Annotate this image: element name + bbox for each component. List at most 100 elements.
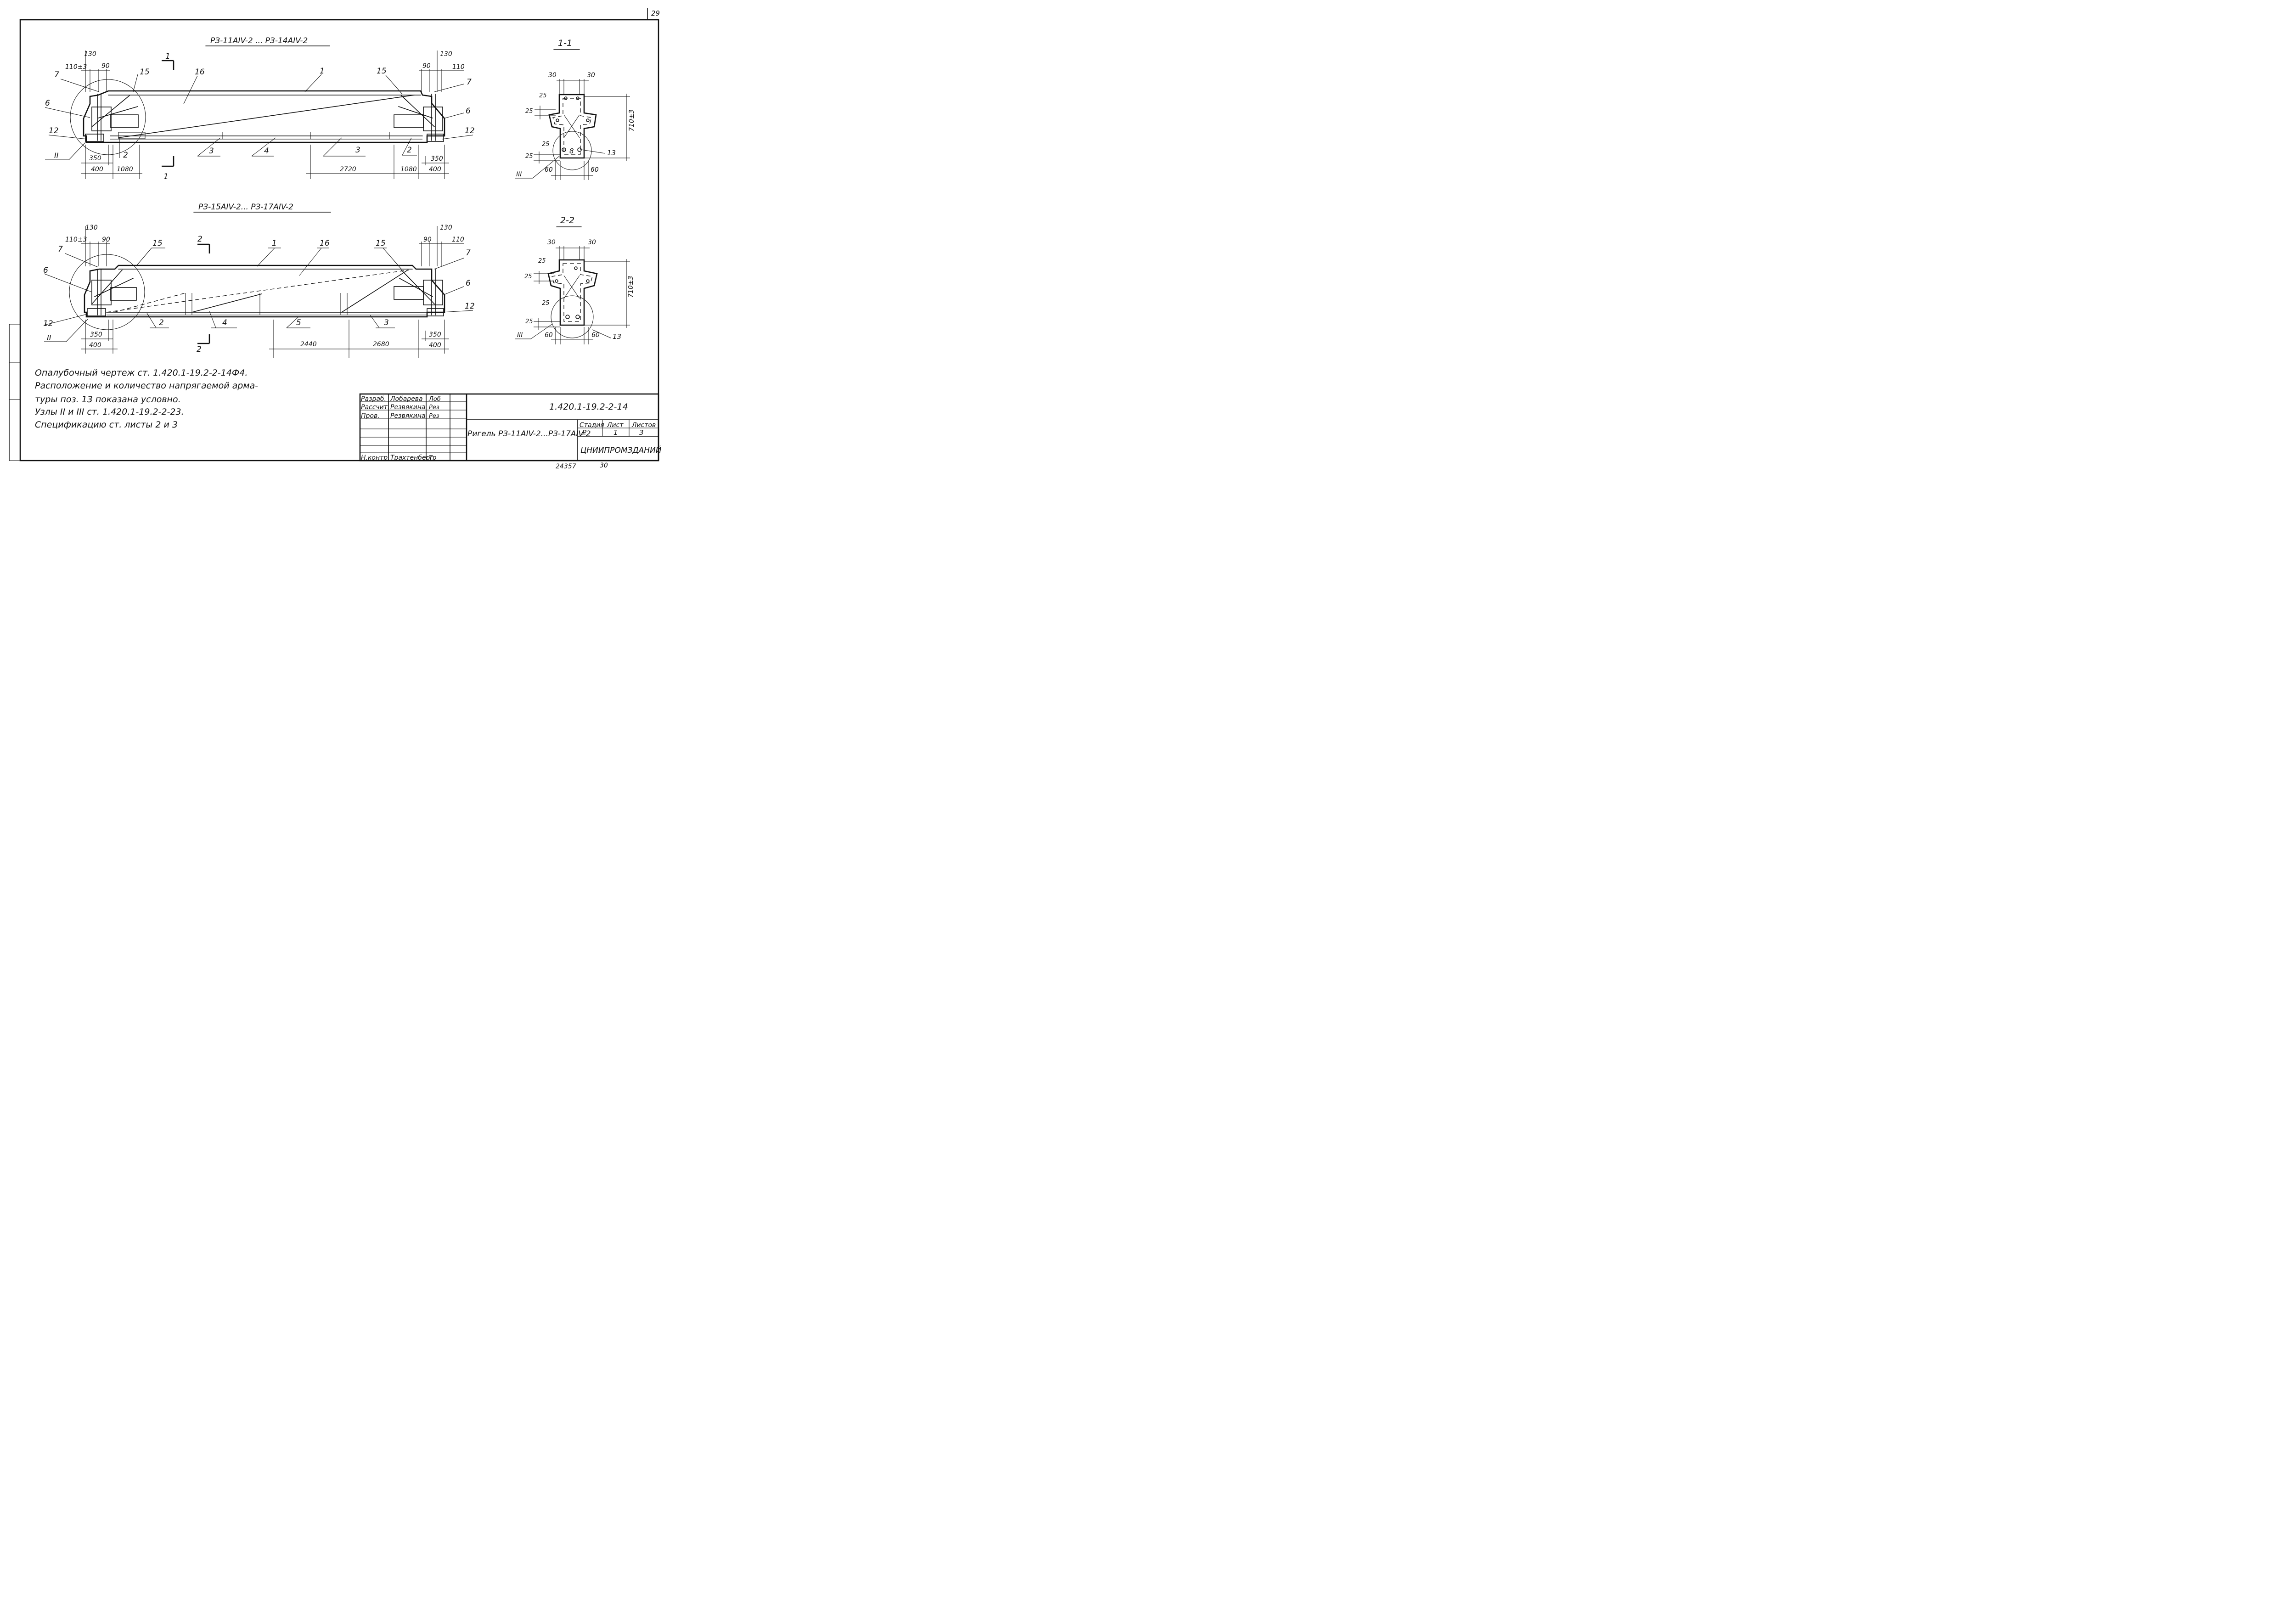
svg-text:2: 2: [197, 235, 203, 244]
sign-4: Тр: [429, 455, 436, 462]
svg-text:25: 25: [542, 300, 550, 307]
svg-text:25: 25: [524, 273, 532, 280]
svg-text:2440: 2440: [300, 341, 317, 348]
svg-text:60: 60: [591, 166, 599, 174]
svg-text:7: 7: [54, 70, 59, 79]
svg-text:12: 12: [465, 126, 475, 135]
section-1-1-title: 1-1: [558, 38, 572, 48]
svg-text:30: 30: [587, 72, 595, 79]
svg-text:15: 15: [152, 239, 163, 248]
elevation-top: РЗ-11АIV-2 ... РЗ-14АIV-2: [45, 36, 475, 181]
svg-text:1: 1: [165, 52, 170, 61]
name-3: Резвякина: [390, 412, 425, 420]
sheet-value: 1: [613, 428, 618, 437]
svg-text:130: 130: [440, 224, 452, 231]
note-line-3: туры поз. 13 показана условно.: [35, 394, 181, 405]
svg-text:130: 130: [85, 224, 98, 231]
svg-text:13: 13: [613, 332, 621, 341]
note-line-5: Спецификацию ст. листы 2 и 3: [35, 420, 178, 430]
node-circle-ii-bottom: [69, 254, 145, 330]
section-2-2-title: 2-2: [560, 215, 574, 225]
svg-text:25: 25: [525, 108, 533, 115]
role-2: Рассчит.: [361, 404, 389, 411]
drawing-canvas: 29 РЗ-11АIV-2 ... РЗ-14АIV-2: [9, 8, 662, 470]
svg-text:2720: 2720: [340, 166, 356, 173]
svg-text:15: 15: [377, 67, 387, 76]
svg-text:1: 1: [320, 67, 325, 76]
svg-text:5: 5: [296, 318, 301, 327]
svg-text:1: 1: [163, 172, 169, 181]
svg-text:4: 4: [222, 318, 227, 327]
svg-text:25: 25: [542, 141, 550, 148]
dims-top-lower: 350 400 1080 2720 1080 350 400: [81, 145, 449, 179]
svg-text:25: 25: [538, 258, 546, 265]
elevation-top-title: РЗ-11АIV-2 ... РЗ-14АIV-2: [210, 36, 308, 45]
svg-text:4: 4: [264, 146, 269, 156]
svg-text:8: 8: [569, 147, 574, 155]
svg-text:6: 6: [43, 266, 48, 275]
dims-top-upper: 130 110±3 90 90 130 110: [65, 51, 465, 92]
name-4: Трахтенберг: [390, 454, 433, 462]
svg-text:400: 400: [91, 166, 103, 173]
svg-text:13: 13: [607, 149, 616, 157]
svg-text:710±3: 710±3: [628, 110, 636, 131]
note-line-1: Опалубочный чертеж ст. 1.420.1-19.2-2-14…: [35, 368, 248, 378]
svg-text:90: 90: [102, 236, 110, 243]
svg-text:1: 1: [272, 239, 277, 248]
svg-text:2: 2: [159, 318, 164, 327]
svg-text:350: 350: [429, 331, 441, 338]
svg-text:400: 400: [429, 166, 441, 173]
svg-text:6: 6: [466, 279, 471, 288]
svg-text:25: 25: [525, 318, 533, 325]
svg-text:110±3: 110±3: [65, 236, 87, 243]
note-line-2: Расположение и количество напрягаемой ар…: [35, 381, 258, 391]
sheets-label: Листов: [631, 422, 656, 429]
svg-text:60: 60: [591, 332, 600, 339]
svg-text:400: 400: [429, 342, 441, 349]
role-3: Пров.: [361, 412, 380, 420]
svg-text:2: 2: [407, 146, 412, 155]
svg-text:3: 3: [355, 146, 360, 155]
page-number: 29: [651, 9, 660, 17]
leaders-top: 7 15 16 1 15 7 6 6 12 12 2 3 4: [45, 67, 475, 160]
elevation-bottom-title: РЗ-15АIV-2... РЗ-17АIV-2: [198, 203, 293, 212]
svg-text:710±3: 710±3: [627, 276, 635, 298]
svg-text:12: 12: [465, 302, 475, 311]
organization: ЦНИИПРОМЗДАНИЙ: [580, 445, 662, 455]
svg-text:2: 2: [197, 345, 202, 354]
svg-text:90: 90: [101, 62, 110, 70]
leaders-bottom: 7 15 1 16 15 7 6 6 12 12 2: [43, 239, 475, 342]
footer-format: 30: [600, 462, 608, 469]
svg-text:60: 60: [545, 332, 553, 339]
doc-code: 1.420.1-19.2-2-14: [549, 402, 628, 412]
drawing-sheet: 29 РЗ-11АIV-2 ... РЗ-14АIV-2: [0, 0, 713, 479]
svg-text:III: III: [517, 332, 523, 339]
svg-text:60: 60: [545, 166, 553, 174]
svg-text:130: 130: [84, 51, 96, 58]
sheet-label: Лист: [607, 422, 624, 429]
svg-text:400: 400: [89, 342, 101, 349]
svg-text:25: 25: [539, 92, 547, 99]
footer-number: 24357: [556, 463, 576, 470]
svg-text:16: 16: [195, 68, 205, 77]
svg-text:15: 15: [140, 68, 150, 77]
svg-text:110: 110: [452, 63, 465, 71]
svg-text:16: 16: [320, 239, 330, 248]
svg-text:2680: 2680: [373, 341, 389, 348]
svg-text:2: 2: [123, 151, 128, 160]
svg-text:12: 12: [43, 319, 53, 328]
notes: Опалубочный чертеж ст. 1.420.1-19.2-2-14…: [35, 368, 258, 430]
node-circle-ii: [70, 79, 146, 155]
svg-text:II: II: [54, 151, 59, 160]
svg-text:130: 130: [440, 51, 452, 58]
svg-text:350: 350: [90, 331, 102, 338]
page-frame: 29: [9, 8, 660, 462]
stage-value: Р: [582, 428, 587, 437]
svg-text:12: 12: [49, 126, 59, 135]
elevation-bottom: РЗ-15АIV-2... РЗ-17АIV-2: [43, 203, 475, 358]
title-block: Разраб. Лобарева Лоб Рассчит. Резвякина …: [359, 393, 662, 470]
note-line-4: Узлы II и III ст. 1.420.1-19.2-2-23.: [35, 407, 184, 417]
svg-text:III: III: [516, 171, 522, 178]
svg-text:110: 110: [452, 236, 464, 243]
svg-text:7: 7: [467, 78, 472, 87]
